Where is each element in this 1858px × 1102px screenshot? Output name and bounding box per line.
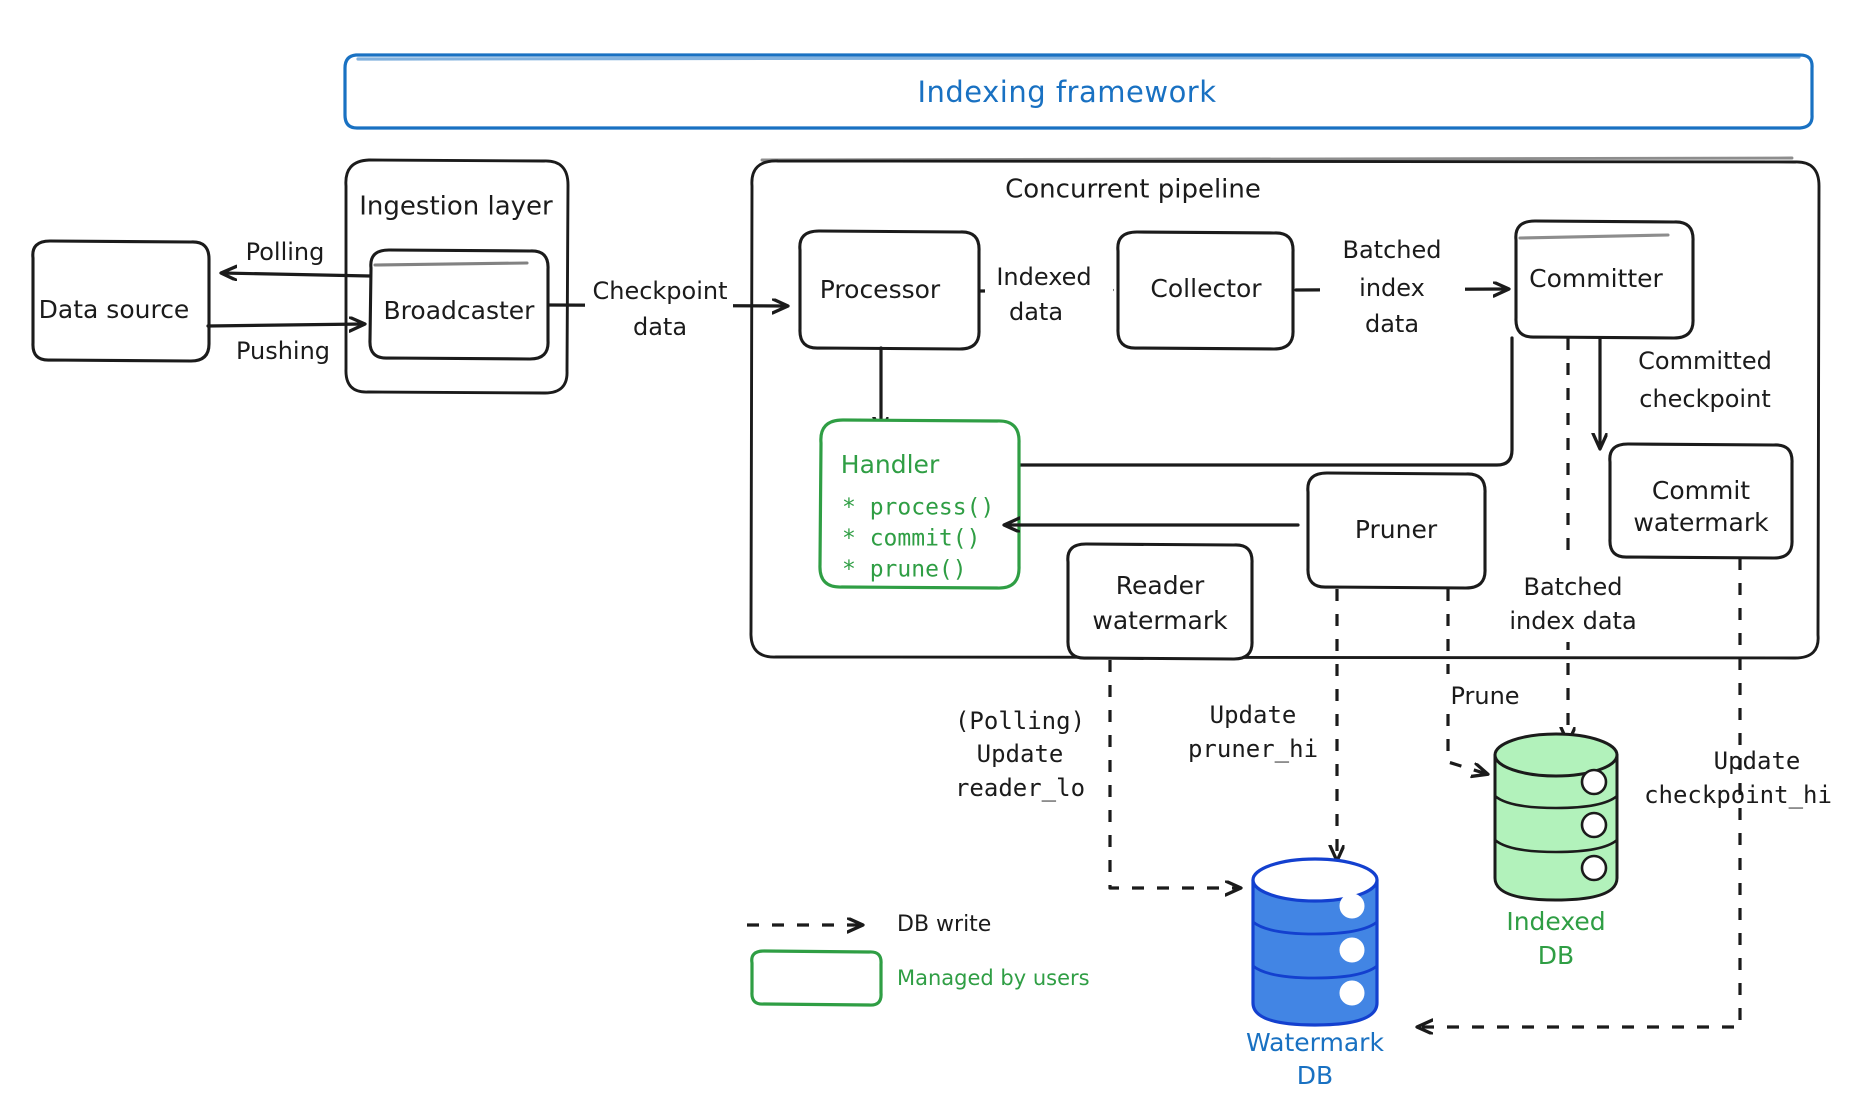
legend-item-db-write: DB write [747, 912, 991, 937]
pruner-label: Pruner [1355, 515, 1438, 544]
reader-watermark-label-2: watermark [1092, 606, 1228, 635]
edge-pushing: Pushing [206, 324, 364, 365]
db-indexed[interactable]: Indexed DB [1493, 732, 1619, 970]
edge-label-indexed-data-1: Indexed [996, 263, 1091, 291]
edge-batched-index-data: Batched index data [1294, 232, 1508, 342]
node-pruner[interactable]: Pruner [1306, 471, 1487, 590]
ingestion-layer-title: Ingestion layer [359, 192, 553, 222]
legend-label-managed-by-users: Managed by users [897, 966, 1090, 990]
handler-method-prune: * prune() [842, 557, 967, 583]
edge-pruner-prune-to-indexed-db: Prune [1440, 589, 1555, 774]
node-commit-watermark[interactable]: Commit watermark [1608, 442, 1794, 560]
indexed-db-label-1: Indexed [1506, 907, 1605, 936]
edge-label-update-pruner-1: Update [1210, 701, 1297, 729]
commit-watermark-label-2: watermark [1633, 508, 1769, 537]
edge-reader-watermark-to-watermark-db: (Polling) Update reader_lo [955, 660, 1240, 888]
edge-label-batched-1: Batched [1343, 236, 1442, 264]
node-broadcaster[interactable]: Broadcaster [368, 248, 550, 361]
broadcaster-label: Broadcaster [384, 296, 536, 325]
edge-label-polling: Polling [246, 238, 325, 266]
edge-checkpoint-data: Checkpoint data [547, 272, 787, 344]
handler-title: Handler [841, 450, 940, 479]
edge-label-batched-2: index [1359, 274, 1425, 302]
edge-label-committed-checkpoint-1: Committed [1638, 347, 1772, 375]
edge-label-update-checkpoint-2: checkpoint_hi [1644, 781, 1832, 809]
legend-label-db-write: DB write [897, 912, 991, 937]
edge-indexed-data: Indexed data [978, 258, 1113, 328]
commit-watermark-label-1: Commit [1652, 476, 1750, 505]
edge-label-batched-3: data [1365, 310, 1419, 338]
handler-method-commit: * commit() [842, 526, 980, 552]
node-data-source[interactable]: Data source [31, 239, 211, 363]
node-handler[interactable]: Handler * process() * commit() * prune() [818, 418, 1021, 590]
edge-label-polling-update-3: reader_lo [955, 774, 1085, 802]
group-indexing-framework: Indexing framework [343, 53, 1814, 130]
edge-label-batched2-1: Batched [1524, 573, 1623, 601]
node-reader-watermark[interactable]: Reader watermark [1066, 542, 1254, 661]
edge-commit-watermark-to-watermark-db: Update checkpoint_hi [1418, 558, 1832, 1027]
edge-label-prune: Prune [1450, 682, 1519, 710]
node-collector[interactable]: Collector [1116, 230, 1295, 351]
edge-label-pushing: Pushing [236, 337, 330, 365]
edge-committed-checkpoint: Committed checkpoint [1600, 336, 1772, 448]
edge-label-checkpoint-data-2: data [633, 313, 687, 341]
legend-item-managed-by-users: Managed by users [750, 949, 1090, 1007]
node-processor[interactable]: Processor [798, 229, 981, 351]
edge-label-update-pruner-2: pruner_hi [1188, 735, 1318, 763]
reader-watermark-label-1: Reader [1116, 571, 1205, 600]
indexed-db-label-2: DB [1538, 941, 1574, 970]
edge-label-polling-update-2: Update [977, 740, 1064, 768]
watermark-db-label-1: Watermark [1246, 1028, 1384, 1057]
edge-label-indexed-data-2: data [1009, 298, 1063, 326]
committer-label: Committer [1529, 264, 1663, 293]
edge-polling: Polling [222, 238, 372, 276]
handler-method-process: * process() [842, 495, 994, 521]
edge-label-batched2-2: index data [1509, 607, 1636, 635]
edge-label-checkpoint-data-1: Checkpoint [592, 277, 727, 305]
group-concurrent-pipeline: Concurrent pipeline [749, 156, 1821, 660]
edge-committer-to-indexed-db: Batched index data [1490, 338, 1680, 742]
edge-label-committed-checkpoint-2: checkpoint [1639, 385, 1770, 413]
edge-label-polling-update-1: (Polling) [955, 707, 1085, 735]
processor-label: Processor [820, 275, 941, 304]
edge-committer-to-handler [1003, 336, 1514, 465]
edge-pruner-to-watermark-db: Update pruner_hi [1188, 589, 1337, 860]
group-ingestion-layer: Ingestion layer [344, 158, 570, 395]
legend: DB write Managed by users [747, 912, 1090, 1007]
pipeline-title: Concurrent pipeline [1005, 175, 1261, 205]
node-committer[interactable]: Committer [1514, 219, 1695, 340]
collector-label: Collector [1150, 274, 1262, 303]
edge-label-update-checkpoint-1: Update [1714, 747, 1801, 775]
framework-title: Indexing framework [917, 75, 1216, 109]
watermark-db-label-2: DB [1297, 1061, 1333, 1090]
db-watermark[interactable]: Watermark DB [1246, 857, 1384, 1090]
data-source-label: Data source [39, 295, 190, 324]
